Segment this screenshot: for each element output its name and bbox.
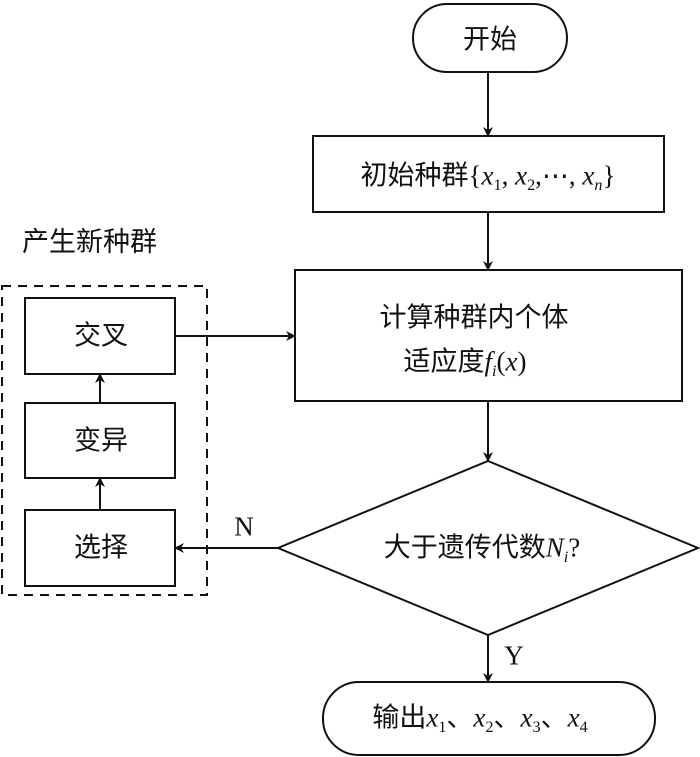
fitness-label-text: 适应度 [403,346,485,378]
output-sep-1: 、 [446,702,474,734]
decision-label: 大于遗传代数Ni? [383,532,581,565]
decision-question-mark: ? [568,532,581,563]
new-population-group-label: 产生新种群 [22,227,157,258]
mutation-process-shape [24,402,176,479]
output-sep-3: 、 [540,702,568,734]
new-population-group-border [1,285,208,596]
init-process-shape [312,135,665,213]
output-sub-4: 4 [579,718,588,737]
selection-label: 选择 [74,532,128,564]
output-label-text: 输出 [372,702,427,734]
start-label: 开始 [463,24,517,56]
fitness-paren-close: ) [517,346,527,377]
output-sub-1: 1 [438,718,447,737]
fitness-process-shape [294,269,683,402]
decision-label-text: 大于遗传代数 [383,532,546,564]
crossover-label: 交叉 [74,320,128,352]
decision-var-N: N [545,532,564,563]
init-label: 初始种群{x1, x2,⋯, xn} [360,160,616,193]
decision-sub-i: i [563,548,569,567]
selection-process-shape [24,509,176,587]
fitness-sub-i: i [492,362,497,381]
output-var-x1: x [426,702,439,733]
init-sub-2: 2 [527,176,536,195]
init-brace-close: } [602,160,616,191]
output-var-x4: x [567,702,580,733]
fitness-label-line2: 适应度fi(x) [403,346,527,379]
fitness-var-x: x [505,346,518,377]
output-sub-2: 2 [485,718,494,737]
init-comma-1: , [501,160,516,191]
output-sub-3: 3 [532,718,541,737]
init-var-xn: x [582,160,595,191]
init-brace-open: { [468,160,482,191]
start-terminal-shape [412,3,568,73]
init-var-x1: x [481,160,494,191]
edge-label-yes: Y [504,640,524,671]
output-var-x2: x [473,702,486,733]
mutation-label: 变异 [74,425,128,457]
output-var-x3: x [520,702,533,733]
fitness-func-f: f [484,346,493,377]
init-label-text: 初始种群 [360,160,469,192]
output-sep-2: 、 [493,702,521,734]
fitness-paren-open: ( [496,346,506,377]
init-sub-n: n [594,176,603,195]
init-var-x2: x [515,160,528,191]
fitness-label-line1: 计算种群内个体 [379,302,569,334]
output-label: 输出x1、x2、x3、x4 [372,702,587,735]
edge-label-no: N [234,511,254,542]
init-sub-1: 1 [493,176,502,195]
init-ellipsis: ,⋯, [535,160,583,191]
